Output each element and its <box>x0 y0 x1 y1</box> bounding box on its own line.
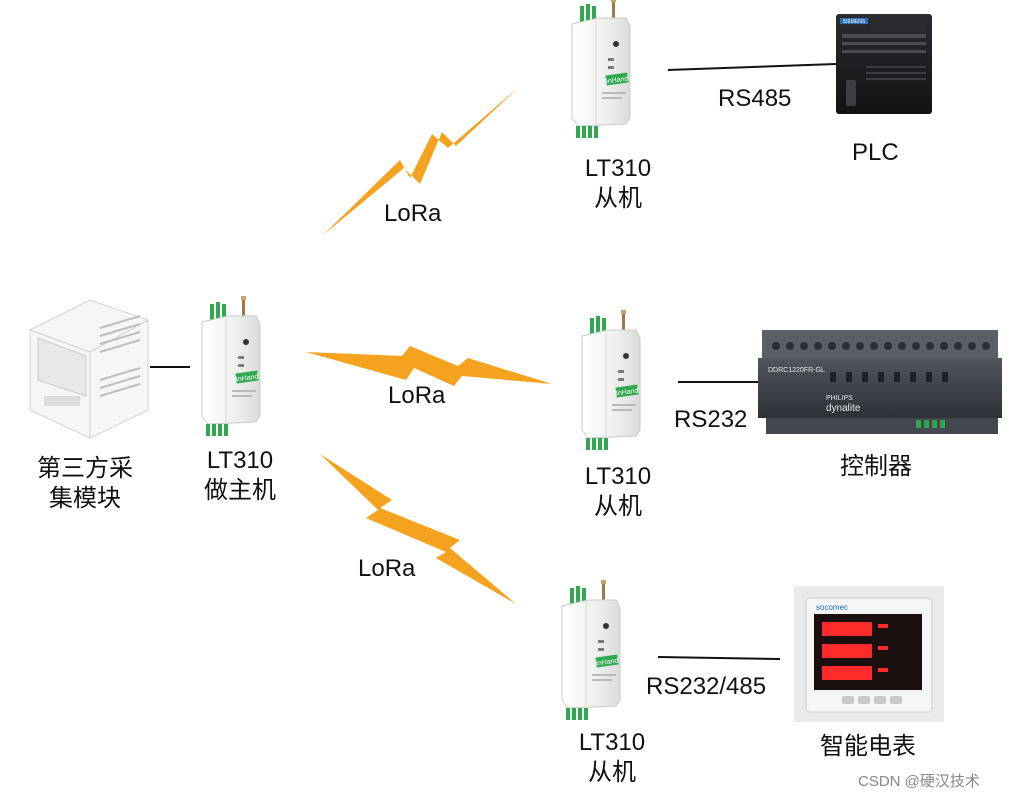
controller-model-text: DDRC1220FR-GL <box>768 367 825 374</box>
controller-brand-text: dynalite <box>826 403 861 414</box>
lora-top-lightning-icon <box>322 86 520 236</box>
plc-image: SIEMENS <box>836 14 932 114</box>
controller-maker-text: PHILIPS <box>826 395 853 402</box>
lora-mid-label: LoRa <box>388 382 446 409</box>
rs232-label: RS232 <box>674 406 748 433</box>
lt310-slave-top-image <box>571 0 631 139</box>
link-rs485 <box>667 63 837 71</box>
meter-brand-text: socomec <box>816 603 848 612</box>
lora-top-label: LoRa <box>384 200 442 227</box>
controller-image: DDRC1220FR-GL PHILIPS dynalite <box>758 330 1002 434</box>
lora-bottom-lightning-icon <box>320 454 516 604</box>
watermark: CSDN @硬汉技术 <box>858 773 980 790</box>
lt310-slave-mid-image <box>581 309 641 451</box>
rs485-label: RS485 <box>718 85 792 112</box>
slave-top-label: LT310 从机 <box>584 155 652 212</box>
lora-mid-lightning-icon <box>306 346 552 386</box>
lt310-slave-bottom-image <box>561 579 621 721</box>
rs232-485-label: RS232/485 <box>646 673 767 700</box>
lora-bottom-label: LoRa <box>358 555 416 582</box>
third-party-module-label: 第三方采 集模块 <box>37 455 133 512</box>
master-label: LT310 做主机 <box>204 447 276 504</box>
smart-meter-label: 智能电表 <box>820 733 916 760</box>
plc-label: PLC <box>852 139 899 166</box>
smart-meter-image: socomec <box>794 586 944 722</box>
slave-bottom-label: LT310 从机 <box>578 729 646 786</box>
lt310-master-image <box>201 295 261 437</box>
link-rs232-485 <box>657 656 781 660</box>
third-party-module-image <box>29 299 149 439</box>
plc-brand-text: SIEMENS <box>843 19 866 25</box>
slave-mid-label: LT310 从机 <box>584 463 652 520</box>
controller-label: 控制器 <box>840 453 912 480</box>
